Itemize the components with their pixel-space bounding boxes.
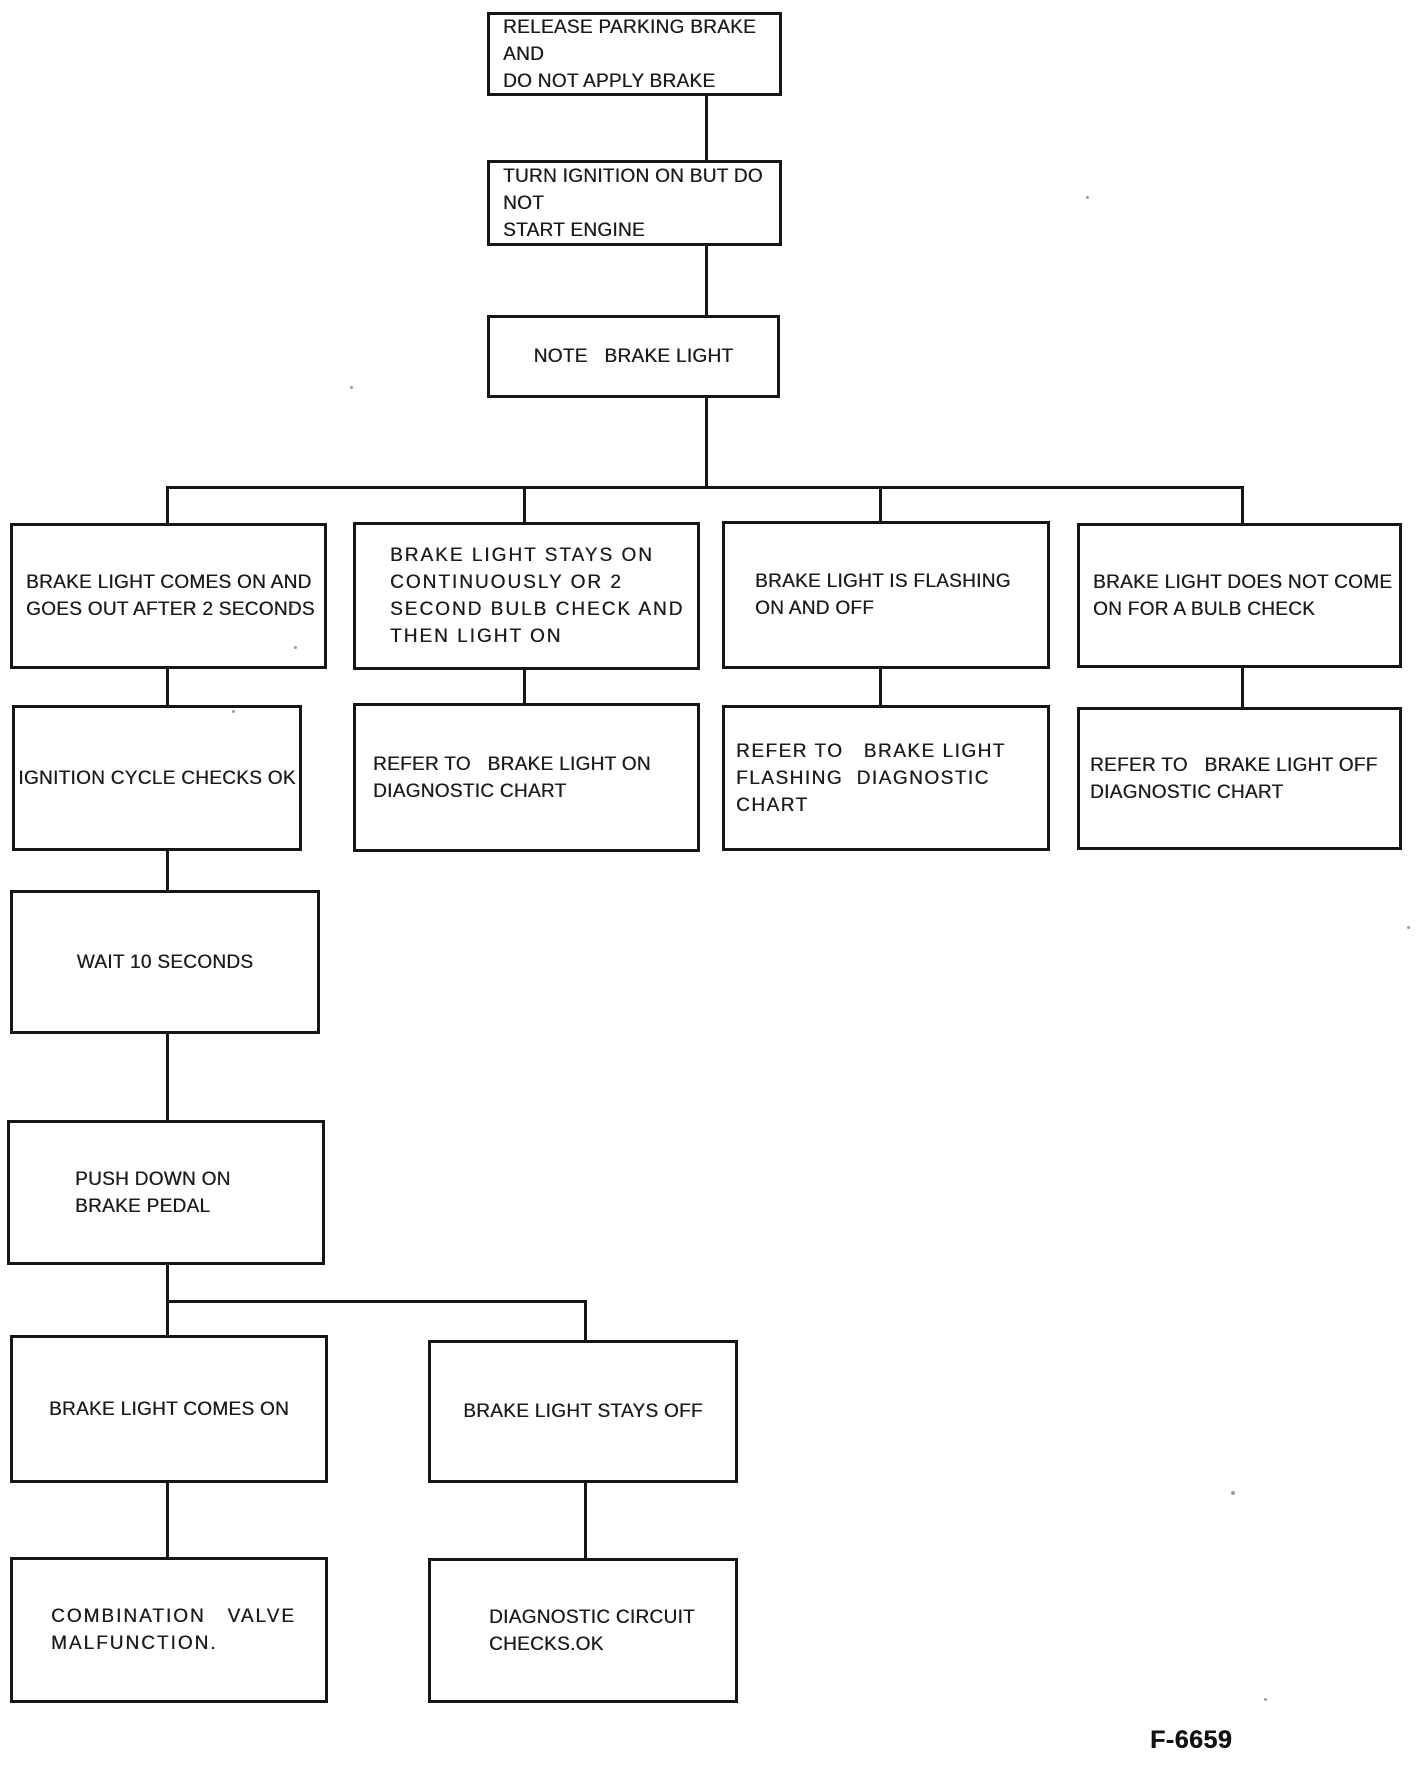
scan-artifact — [1407, 926, 1410, 929]
node-result-refer-light-off: REFER TO BRAKE LIGHT OFF DIAGNOSTIC CHAR… — [1077, 707, 1402, 850]
node-cond-stays-on: BRAKE LIGHT STAYS ON CONTINUOUSLY OR 2 S… — [353, 522, 700, 670]
branch-drop-1 — [166, 486, 169, 524]
scan-artifact — [1086, 196, 1089, 199]
node-cond-comes-on-goes-out: BRAKE LIGHT COMES ON AND GOES OUT AFTER … — [10, 523, 327, 669]
scan-artifact — [294, 646, 297, 649]
scan-artifact — [1231, 1491, 1235, 1495]
connector-stays-off-diagnostic — [584, 1483, 587, 1558]
connector-cond3-result3 — [879, 669, 882, 706]
branch-drop-3 — [879, 486, 882, 522]
connector-comes-on-combination — [166, 1483, 169, 1557]
scan-artifact — [350, 386, 353, 389]
node-result-refer-light-on: REFER TO BRAKE LIGHT ON DIAGNOSTIC CHART — [353, 703, 700, 852]
node-push-brake-pedal: PUSH DOWN ON BRAKE PEDAL — [7, 1120, 325, 1265]
branch-drop-2 — [523, 486, 526, 524]
connector-cond2-result2 — [523, 670, 526, 704]
connector-cond1-result1 — [166, 669, 169, 706]
node-wait-10-seconds: WAIT 10 SECONDS — [10, 890, 320, 1034]
scan-artifact — [232, 710, 235, 713]
branch-drop-4 — [1241, 486, 1244, 524]
connector-wait-push — [166, 1034, 169, 1120]
connector-ignition-to-note — [705, 246, 708, 315]
node-result-refer-flashing: REFER TO BRAKE LIGHT FLASHING DIAGNOSTIC… — [722, 705, 1050, 851]
node-cond-no-bulb-check: BRAKE LIGHT DOES NOT COME ON FOR A BULB … — [1077, 523, 1402, 668]
connector-result1-wait — [166, 851, 169, 890]
connector-cond4-result4 — [1241, 668, 1244, 708]
node-brake-light-stays-off: BRAKE LIGHT STAYS OFF — [428, 1340, 738, 1483]
branch-distribution-line — [166, 486, 1244, 489]
node-turn-ignition-on: TURN IGNITION ON BUT DO NOT START ENGINE — [487, 160, 782, 246]
scan-artifact — [1264, 1698, 1267, 1701]
node-note-brake-light: NOTE BRAKE LIGHT — [487, 315, 780, 398]
node-combination-valve-malfunction: COMBINATION VALVE MALFUNCTION. — [10, 1557, 328, 1703]
figure-number-label: F-6659 — [1150, 1726, 1233, 1754]
node-result-ignition-cycle-ok: IGNITION CYCLE CHECKS OK — [12, 705, 302, 851]
node-diagnostic-circuit-ok: DIAGNOSTIC CIRCUIT CHECKS.OK — [428, 1558, 738, 1703]
connector-note-to-branch — [705, 398, 708, 487]
split-line — [166, 1300, 587, 1303]
connector-release-to-ignition — [705, 96, 708, 160]
node-cond-flashing: BRAKE LIGHT IS FLASHING ON AND OFF — [722, 521, 1050, 669]
node-brake-light-comes-on: BRAKE LIGHT COMES ON — [10, 1335, 328, 1483]
scan-artifact — [289, 604, 293, 608]
connector-split-stays-off — [584, 1300, 587, 1340]
node-release-parking-brake: RELEASE PARKING BRAKE AND DO NOT APPLY B… — [487, 12, 782, 96]
